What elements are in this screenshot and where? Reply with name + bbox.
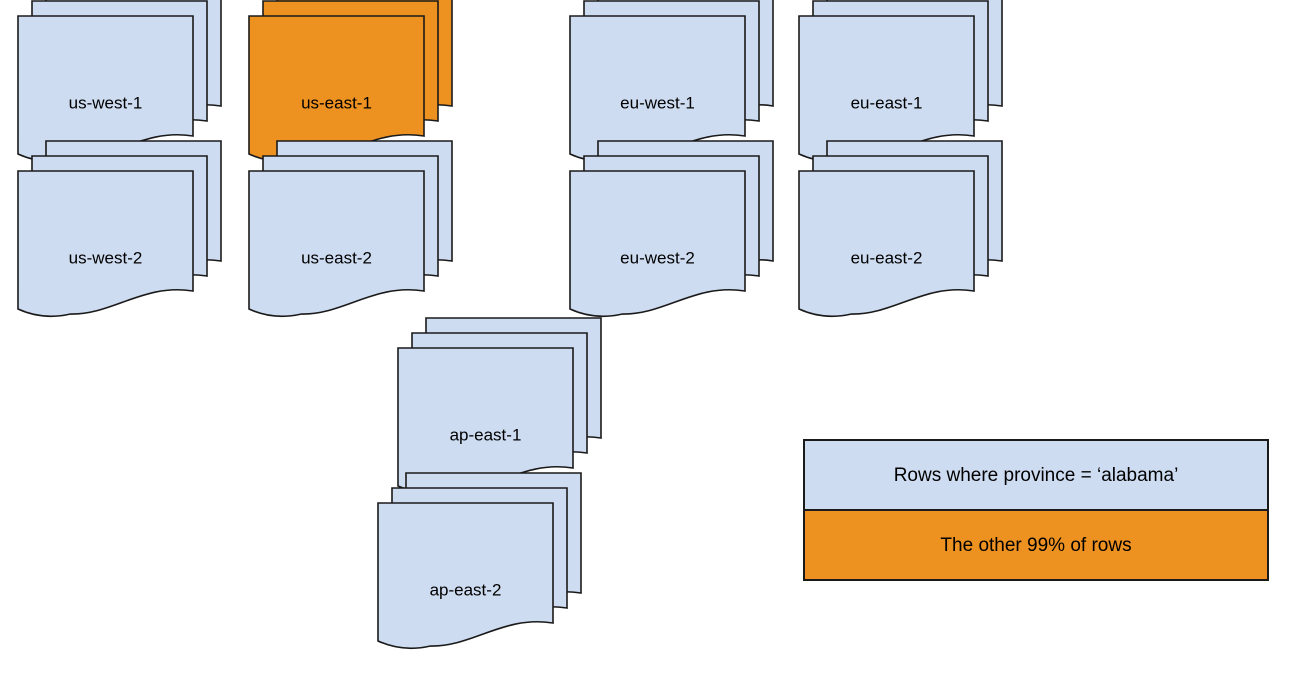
stack-label-us-east-1: us-east-1 <box>301 93 372 112</box>
legend-swatch-2 <box>803 509 1269 581</box>
document-stack-us-east-2[interactable]: us-east-2 <box>248 140 453 318</box>
document-stack-eu-east-1[interactable]: eu-east-1 <box>798 0 1003 163</box>
stack-sheet-front <box>798 170 975 318</box>
stack-label-eu-west-2: eu-west-2 <box>620 248 695 267</box>
stack-sheet-front <box>248 170 425 318</box>
document-stack-ap-east-1[interactable]: ap-east-1 <box>397 317 602 495</box>
stack-label-us-east-2: us-east-2 <box>301 248 372 267</box>
stack-sheet-front <box>569 15 746 163</box>
document-stacks-group: us-west-1 us-east-1 eu-west-1 eu-east-1 us-w… <box>17 0 1003 650</box>
legend-text-1: Rows where province = ‘alabama’ <box>894 465 1179 486</box>
stack-sheet-front <box>377 502 554 650</box>
stack-sheet-front <box>17 170 194 318</box>
stack-sheet-front <box>17 15 194 163</box>
legend-swatch-1 <box>803 439 1269 511</box>
stack-label-eu-west-1: eu-west-1 <box>620 93 695 112</box>
legend-row-other: The other 99% of rows <box>803 509 1269 581</box>
legend-group: Rows where province = ‘alabama’ The other… <box>803 439 1269 581</box>
stack-label-us-west-1: us-west-1 <box>69 93 143 112</box>
document-stack-us-east-1[interactable]: us-east-1 <box>248 0 453 163</box>
stack-label-ap-east-2: ap-east-2 <box>430 580 502 599</box>
stack-label-us-west-2: us-west-2 <box>69 248 143 267</box>
document-stack-us-west-2[interactable]: us-west-2 <box>17 140 222 318</box>
document-stack-eu-east-2[interactable]: eu-east-2 <box>798 140 1003 318</box>
document-stack-us-west-1[interactable]: us-west-1 <box>17 0 222 163</box>
stack-sheet-front <box>397 347 574 495</box>
stack-label-eu-east-2: eu-east-2 <box>851 248 923 267</box>
legend-row-matching: Rows where province = ‘alabama’ <box>803 439 1269 511</box>
stack-sheet-front <box>569 170 746 318</box>
stack-sheet-front <box>798 15 975 163</box>
legend-text-2: The other 99% of rows <box>940 535 1131 556</box>
stack-sheet-front <box>248 15 425 163</box>
stack-label-ap-east-1: ap-east-1 <box>450 425 522 444</box>
stack-label-eu-east-1: eu-east-1 <box>851 93 923 112</box>
document-stack-ap-east-2[interactable]: ap-east-2 <box>377 472 582 650</box>
document-stack-eu-west-1[interactable]: eu-west-1 <box>569 0 774 163</box>
document-stack-eu-west-2[interactable]: eu-west-2 <box>569 140 774 318</box>
